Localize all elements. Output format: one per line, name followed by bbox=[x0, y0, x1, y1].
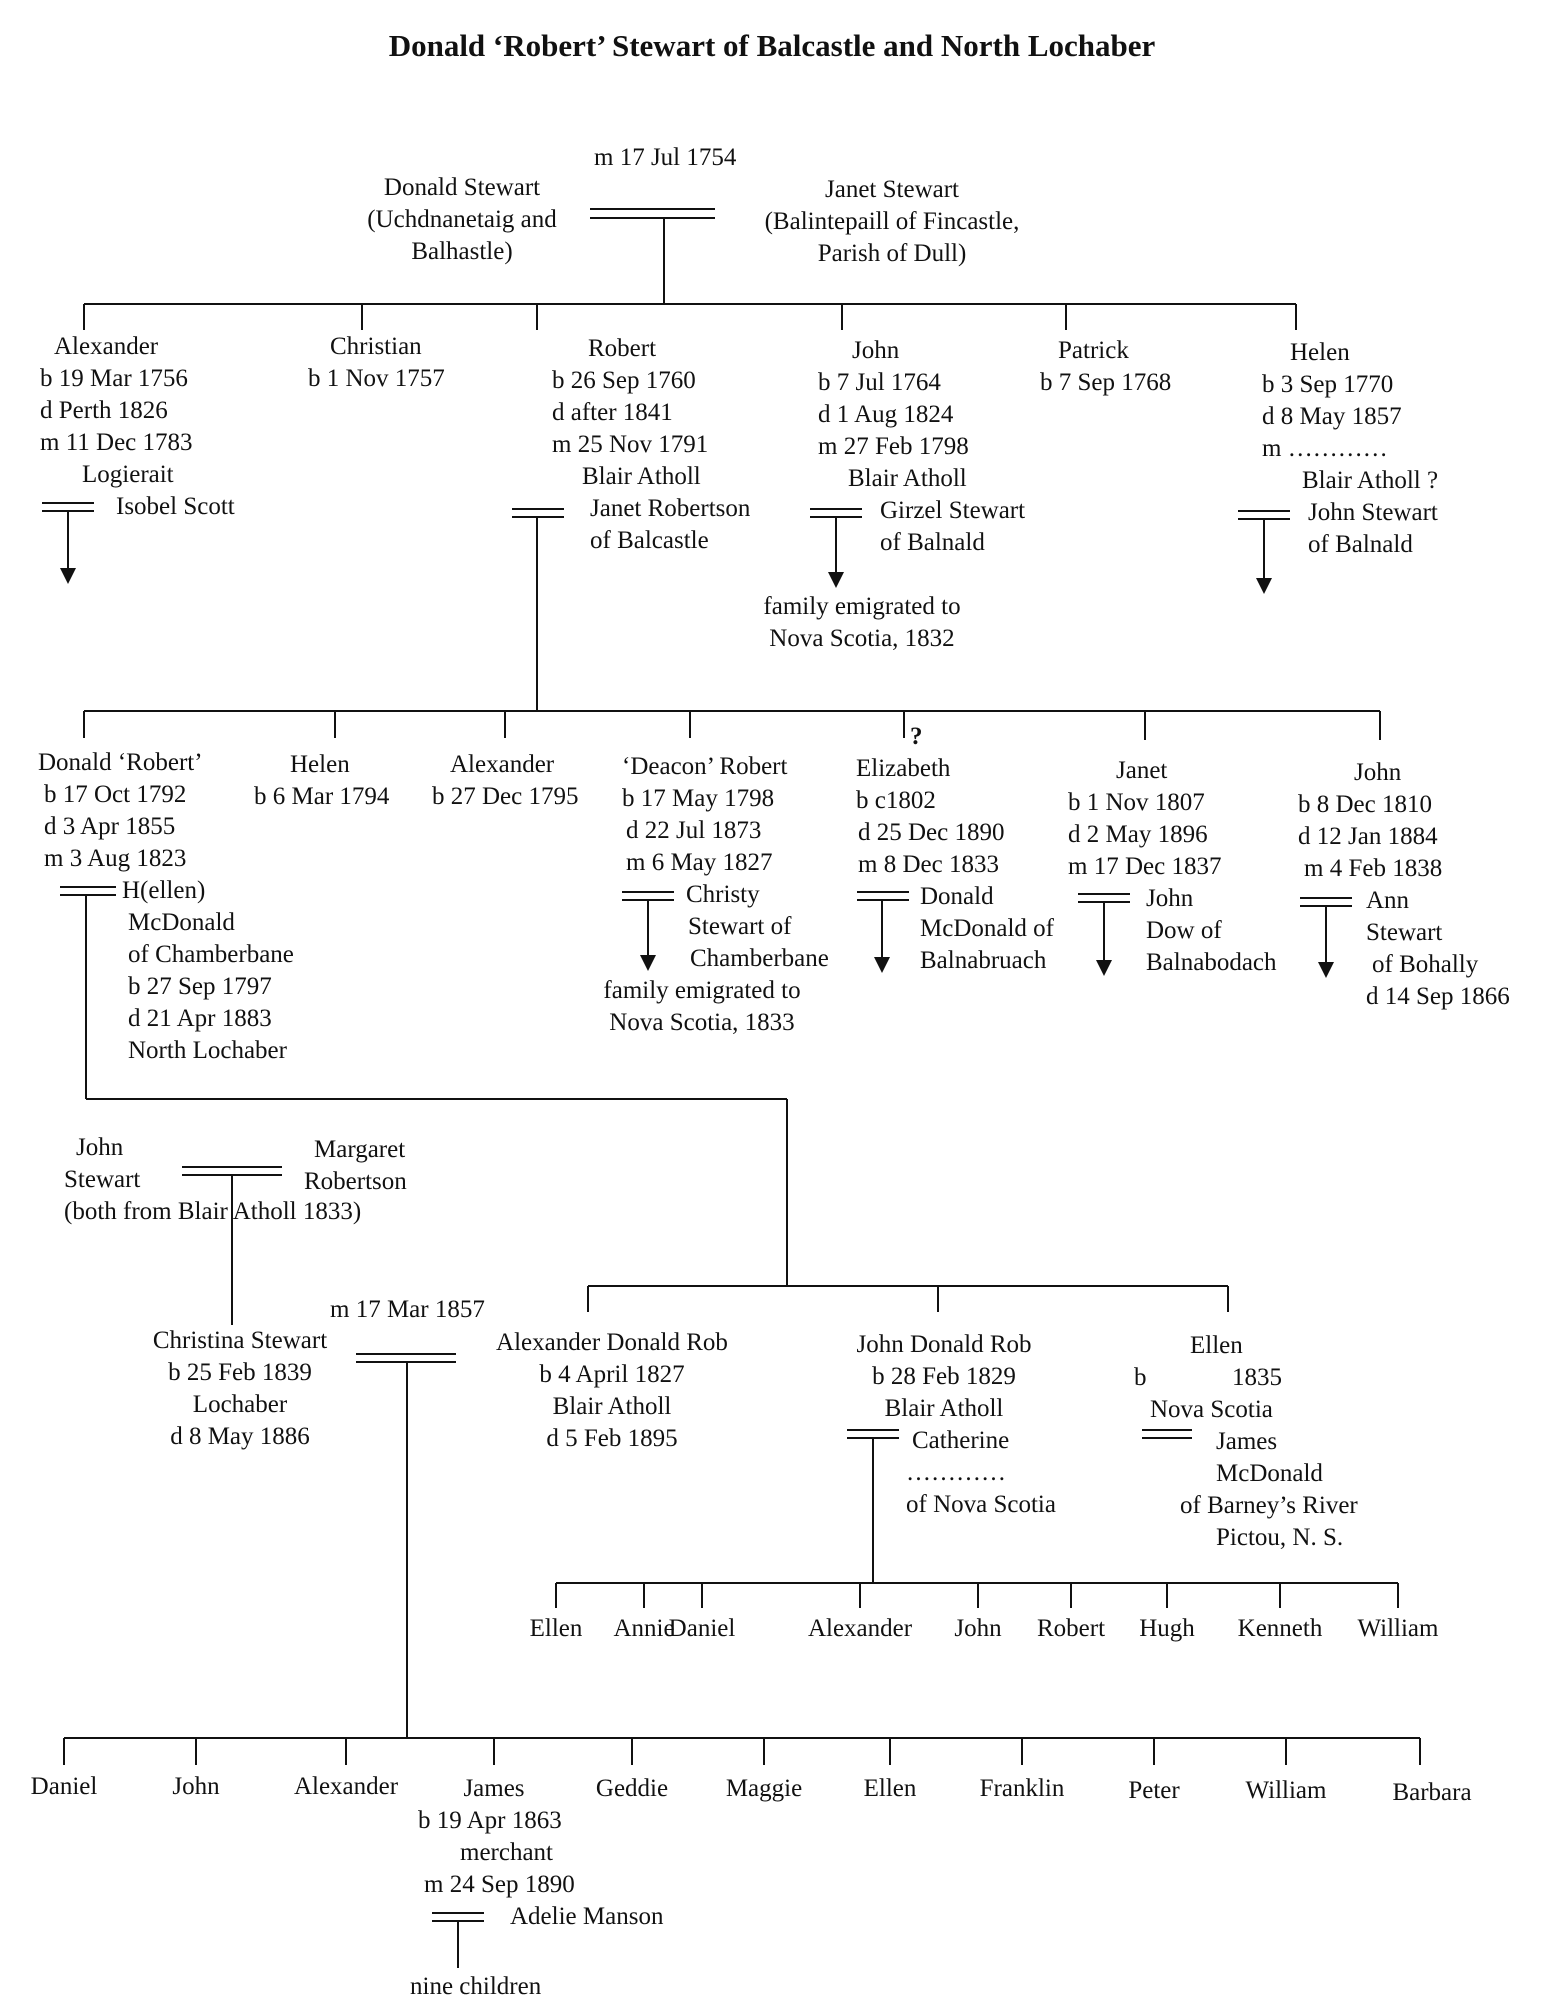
john-child-kenneth: Kenneth bbox=[1237, 1615, 1323, 1642]
john-donald-rob-1829-spouse: Catherine ………… of Nova Scotia bbox=[906, 1427, 1056, 1518]
ellen-1835-born-year: 1835 bbox=[1232, 1364, 1282, 1391]
alex-child-franklin: Franklin bbox=[979, 1775, 1065, 1802]
john-1810-spouse-death: d 14 Sep 1866 bbox=[1366, 983, 1510, 1010]
alex-child-geddie: Geddie bbox=[595, 1775, 669, 1802]
ellen-1835-born-label: b bbox=[1134, 1364, 1147, 1391]
deacon-robert-1798: ‘Deacon’ Robert b 17 May 1798 d 22 Jul 1… bbox=[622, 753, 788, 876]
ellen-1835-place: Nova Scotia bbox=[1150, 1396, 1273, 1423]
gen1-marriage-date: m 17 Jul 1754 bbox=[594, 144, 737, 171]
stewart-robertson-origin-note: (both from Blair Atholl 1833) bbox=[64, 1198, 362, 1225]
james-1863-spouse: Adelie Manson bbox=[510, 1903, 664, 1930]
john-child-daniel: Daniel bbox=[668, 1615, 736, 1642]
john-child-ellen: Ellen bbox=[529, 1615, 583, 1642]
gen4-marriage-date: m 17 Mar 1857 bbox=[330, 1296, 485, 1323]
alex-child-maggie: Maggie bbox=[725, 1775, 803, 1802]
john-child-alexander: Alexander bbox=[807, 1615, 913, 1642]
john-child-william: William bbox=[1357, 1615, 1439, 1642]
alex-child-peter: Peter bbox=[1128, 1777, 1180, 1804]
john-1810-spouse: Ann Stewart of Bohally bbox=[1366, 887, 1479, 978]
alex-child-ellen: Ellen bbox=[863, 1775, 917, 1802]
robert-1760-spouse: Blair Atholl Janet Robertson of Balcastl… bbox=[582, 463, 751, 554]
alex-child-james: James bbox=[463, 1775, 525, 1802]
john-child-annie: Annie bbox=[613, 1615, 675, 1642]
alex-child-daniel: Daniel bbox=[30, 1773, 98, 1800]
james-1863-details: b 19 Apr 1863 merchant m 24 Sep 1890 bbox=[418, 1807, 575, 1898]
janet-stewart-sr: Janet Stewart(Balintepaill of Fincastle,… bbox=[764, 176, 1020, 267]
page-title: Donald ‘Robert’ Stewart of Balcastle and… bbox=[388, 28, 1156, 63]
helen-1770-spouse: Blair Atholl ? John Stewart of Balnald bbox=[1302, 467, 1439, 558]
ellen-1835-spouse: James McDonald of Barney’s River Pictou,… bbox=[1180, 1428, 1358, 1551]
james-1863-children-note: nine children bbox=[410, 1973, 542, 2000]
john-child-john: John bbox=[954, 1615, 1002, 1642]
john-1764-spouse: Blair Atholl Girzel Stewart of Balnald bbox=[848, 465, 1026, 556]
john-child-hugh: Hugh bbox=[1139, 1615, 1195, 1642]
donald-robert-1792: Donald ‘Robert’ b 17 Oct 1792 d 3 Apr 18… bbox=[38, 749, 203, 872]
alex-child-barbara: Barbara bbox=[1392, 1779, 1472, 1806]
alex-child-john: John bbox=[172, 1773, 220, 1800]
donald-robert-1792-spouse: H(ellen) McDonald of Chamberbane b 27 Se… bbox=[122, 877, 294, 1064]
ellen-1835-name: Ellen bbox=[1190, 1332, 1243, 1359]
alex-child-william: William bbox=[1245, 1777, 1327, 1804]
alex-child-alexander: Alexander bbox=[293, 1773, 399, 1800]
deacon-robert-1798-spouse: Christy Stewart of Chamberbane bbox=[686, 881, 829, 972]
john-child-robert: Robert bbox=[1036, 1615, 1106, 1642]
elizabeth-parentage-query: ? bbox=[910, 723, 923, 750]
